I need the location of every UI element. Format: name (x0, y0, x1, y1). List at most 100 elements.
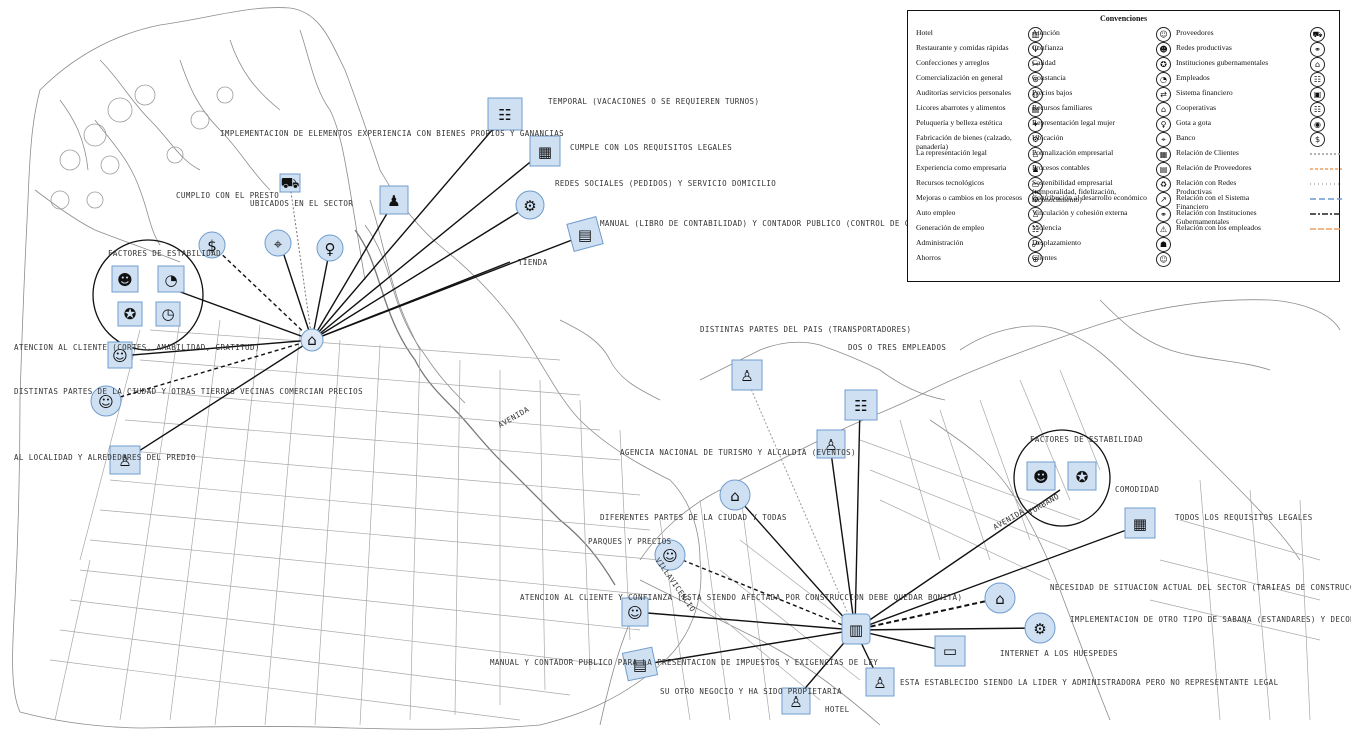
legend-item: Peluquería y belleza estética✦ (916, 117, 1046, 132)
svg-text:◷: ◷ (161, 305, 174, 323)
process-improvement-icon: ⚙ (1028, 192, 1043, 207)
west-relationship-lines (109, 114, 586, 461)
legend-item-label: Constancia (1032, 73, 1066, 82)
node-bank-west: $ (198, 231, 226, 259)
node-economic-east: ⌂ (984, 582, 1016, 614)
legend-item-label: Relación de Proveedores (1176, 163, 1252, 172)
svg-text:☺: ☺ (627, 604, 643, 622)
svg-text:✪: ✪ (124, 305, 137, 323)
legend-item-label: Sistema financiero (1176, 88, 1233, 97)
legend-item: Clientes☺ (1032, 252, 1177, 267)
displacement-icon: ☗ (1156, 237, 1171, 252)
east-factor-trust: ☻ (1026, 461, 1056, 491)
legend-item: Vinculación y cohesión externa⚭ (1032, 207, 1177, 222)
legend-item: Formalización empresarial▦ (1032, 147, 1177, 162)
government-icon: ⌂ (1310, 57, 1325, 72)
sustainability-icon: ♻ (1156, 177, 1171, 192)
legend-item-label: Comercialización en general (916, 73, 1003, 82)
svg-text:▥: ▥ (849, 621, 863, 639)
legend-item-label: Violencia (1032, 223, 1062, 232)
manufacturing-icon: ⚙ (1028, 132, 1043, 147)
ann-east-dos: DOS O TRES EMPLEADOS (848, 343, 946, 352)
legend-item-label: Proveedores (1176, 28, 1214, 37)
legend-item: Cooperativas ☷ (1176, 102, 1336, 117)
legend-line-sample (1310, 168, 1342, 170)
legend-item-label: Cooperativas (1176, 103, 1217, 112)
svg-text:⚙: ⚙ (523, 197, 536, 215)
svg-text:☺: ☺ (112, 347, 128, 365)
legend-item: Confecciones y arreglos ✂ (916, 57, 1046, 72)
ann-west-ubicados: UBICADOS EN EL SECTOR (250, 199, 353, 208)
svg-text:⌖: ⌖ (274, 235, 283, 253)
groceries-icon: ▤ (1028, 102, 1043, 117)
legend-item-label: Ahorros (916, 253, 941, 262)
ann-east-internet: INTERNET A LOS HUESPEDES (1000, 649, 1118, 658)
legend-item: Procesos contables▤ (1032, 162, 1177, 177)
legend-item: Relación de Clientes (1176, 147, 1342, 162)
node-legal-east: ♙ (865, 667, 895, 697)
suppliers-icon: ⛟ (1310, 27, 1325, 42)
ann-west-localidad: AL LOCALIDAD Y ALREDEDORES DEL PREDIO (14, 453, 196, 462)
legend-item-label: Mejoras o cambios en los procesos (916, 193, 1023, 202)
formalization-icon: ▦ (1156, 147, 1171, 162)
annotations: TEMPORAL (VACACIONES O SE REQUIEREN TURN… (14, 97, 1351, 714)
technology-icon: ▭ (1028, 177, 1043, 192)
legend-item-label: Ubicación (1032, 133, 1064, 142)
job-creation-icon: ☷ (1028, 222, 1043, 237)
node-woman-legal-west: ♀ (316, 234, 344, 262)
east-factor-quality: ✪ (1067, 461, 1097, 491)
node-location-local-west: ♙ (109, 445, 141, 475)
svg-text:♙: ♙ (824, 436, 837, 454)
administration-icon: ☍ (1028, 237, 1043, 252)
legend-item-label: Instituciones gubernamentales (1176, 58, 1269, 67)
low-prices-icon: ⇄ (1156, 87, 1171, 102)
west-factor-trust: ☻ (111, 265, 139, 293)
legend-item: Ubicación⌖ (1032, 132, 1177, 147)
legend-line-sample (1310, 213, 1342, 215)
economic-development-icon: ↗ (1156, 192, 1171, 207)
legend-item-label: Confecciones y arreglos (916, 58, 990, 67)
legend-line-sample (1310, 228, 1342, 230)
ann-west-factores: FACTORES DE ESTABILIDAD (108, 249, 221, 258)
east-hub-hotel-marker: ▥ (841, 613, 871, 645)
legend-item-label: Precios bajos (1032, 88, 1073, 97)
west-hub-marker: ⌂ (300, 328, 324, 352)
ann-west-social: REDES SOCIALES (PEDIDOS) Y SERVICIO DOMI… (555, 179, 776, 188)
legend-item-label: Gota a gota (1176, 118, 1212, 127)
loan-shark-icon: ◉ (1310, 117, 1325, 132)
ann-east-parques: PARQUES Y PRECIOS (588, 537, 672, 546)
svg-text:⛟: ⛟ (281, 174, 300, 192)
ann-east-rodeo: SU OTRO NEGOCIO Y HA SIDO PROPIETARIA (660, 687, 842, 696)
ann-east-hotel: HOTEL (825, 705, 850, 714)
legend-item: Generación de empleo☷ (916, 222, 1046, 237)
ann-east-comodidad: COMODIDAD (1115, 485, 1159, 494)
node-experience-west: ♟ (379, 185, 409, 215)
map-legend: Convenciones Hotel▥Restaurante y comidas… (907, 10, 1342, 282)
node-transport-east: ♙ (731, 359, 763, 391)
ann-east-implementa: IMPLEMENTACION DE OTRO TIPO DE SABANA (E… (1070, 615, 1351, 624)
legend-item-label: Auto empleo (916, 208, 956, 217)
audit-icon: ◍ (1028, 87, 1043, 102)
legend-item: Recursos tecnológicos▭ (916, 177, 1046, 192)
node-formalization-east: ▦ (1124, 507, 1156, 539)
legend-item-label: Recursos familiares (1032, 103, 1093, 112)
legend-item-label: Relación con Redes Productivas (1176, 178, 1237, 196)
salon-icon: ✦ (1028, 117, 1043, 132)
svg-text:☺: ☺ (98, 393, 114, 411)
sewing-icon: ✂ (1028, 57, 1043, 72)
svg-text:♙: ♙ (740, 367, 753, 385)
node-accounting-west: ▤ (566, 215, 604, 253)
cooperatives-icon: ☷ (1310, 102, 1325, 117)
attention-icon: ☺ (1156, 27, 1171, 42)
legend-item-label: Restaurante y comidas rápidas (916, 43, 1009, 52)
svg-text:☺: ☺ (662, 547, 678, 565)
ann-east-necesidad: NECESIDAD DE SITUACION ACTUAL DEL SECTOR… (1050, 583, 1351, 592)
svg-text:▭: ▭ (943, 642, 957, 660)
svg-text:♙: ♙ (118, 452, 131, 470)
legend-item-label: Relación con Instituciones Gubernamental… (1176, 208, 1257, 226)
node-technology-east: ▭ (934, 635, 966, 667)
financial-system-icon: ▣ (1310, 87, 1325, 102)
ann-east-agencia: AGENCIA NACIONAL DE TURISMO Y ALCALDIA (… (620, 448, 856, 457)
